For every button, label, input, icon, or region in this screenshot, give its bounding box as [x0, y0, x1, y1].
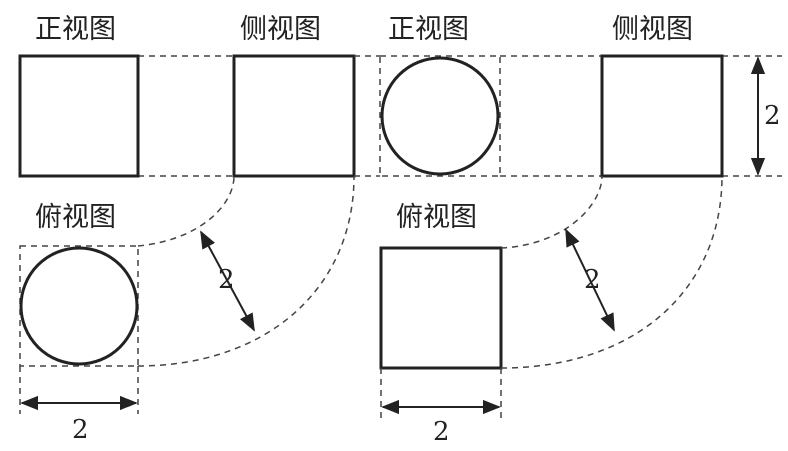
height-dimension-label: 2 [764, 101, 781, 131]
side-view-label-right: 侧视图 [612, 14, 693, 45]
front-view-circle-right [380, 56, 500, 176]
side-view-square-right [600, 54, 724, 178]
front-view-label-right: 正视图 [388, 14, 469, 45]
front-view-label-left: 正视图 [35, 14, 116, 45]
side-view-label-left: 侧视图 [240, 14, 321, 45]
offset-dimension-label-right: 2 [584, 265, 601, 295]
top-view-circle-left [19, 246, 139, 366]
offset-dimension-arrow-right [565, 228, 615, 332]
side-view-square-left [232, 54, 356, 178]
front-view-bounding-box-right [379, 55, 501, 177]
front-view-square-left [18, 54, 140, 178]
projection-arc-outer-left [137, 175, 355, 367]
projection-arc-outer-right [500, 175, 723, 369]
left-figure: 正视图 侧视图 俯视图 2 2 [18, 14, 356, 445]
width-dimension-label-left: 2 [72, 415, 89, 445]
top-view-label-left: 俯视图 [35, 202, 116, 233]
top-view-label-right: 俯视图 [396, 202, 477, 233]
width-dimension-label-right: 2 [433, 417, 450, 447]
projection-arc-inner-right [500, 175, 603, 249]
offset-dimension-label-left: 2 [218, 265, 235, 295]
top-view-square-right [379, 246, 503, 370]
offset-dimension-arrow-left [200, 230, 255, 332]
right-figure: 正视图 侧视图 俯视图 2 2 2 [354, 14, 782, 447]
projection-arc-inner-left [137, 175, 235, 247]
